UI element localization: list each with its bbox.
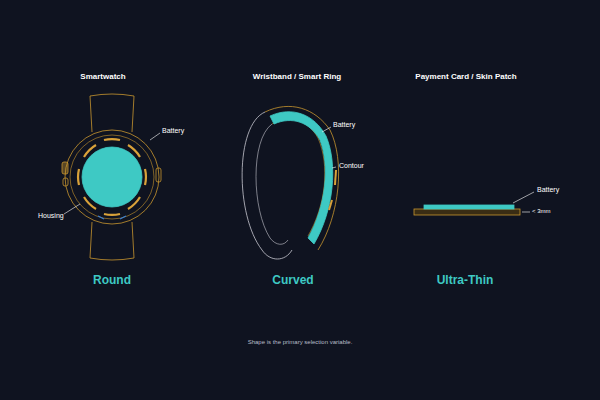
- dimension-label: < 3mm: [532, 208, 551, 215]
- column-heading: Wristband / Smart Ring: [253, 72, 341, 82]
- smartwatch-drawing: [62, 94, 161, 260]
- column-heading: Payment Card / Skin Patch: [415, 72, 516, 82]
- shape-label: Curved: [272, 273, 313, 287]
- part-label: Contour: [339, 162, 364, 170]
- shape-label: Ultra-Thin: [437, 273, 494, 287]
- caption: Shape is the primary selection variable.: [248, 339, 353, 346]
- part-label: Housing: [38, 212, 64, 220]
- shape-label: Round: [93, 273, 131, 287]
- part-label: Battery: [333, 121, 355, 129]
- part-label: Battery: [162, 127, 184, 135]
- wristband-drawing: [242, 106, 338, 259]
- card-drawing: [414, 192, 534, 215]
- part-label: Battery: [537, 186, 559, 194]
- column-heading: Smartwatch: [80, 72, 125, 82]
